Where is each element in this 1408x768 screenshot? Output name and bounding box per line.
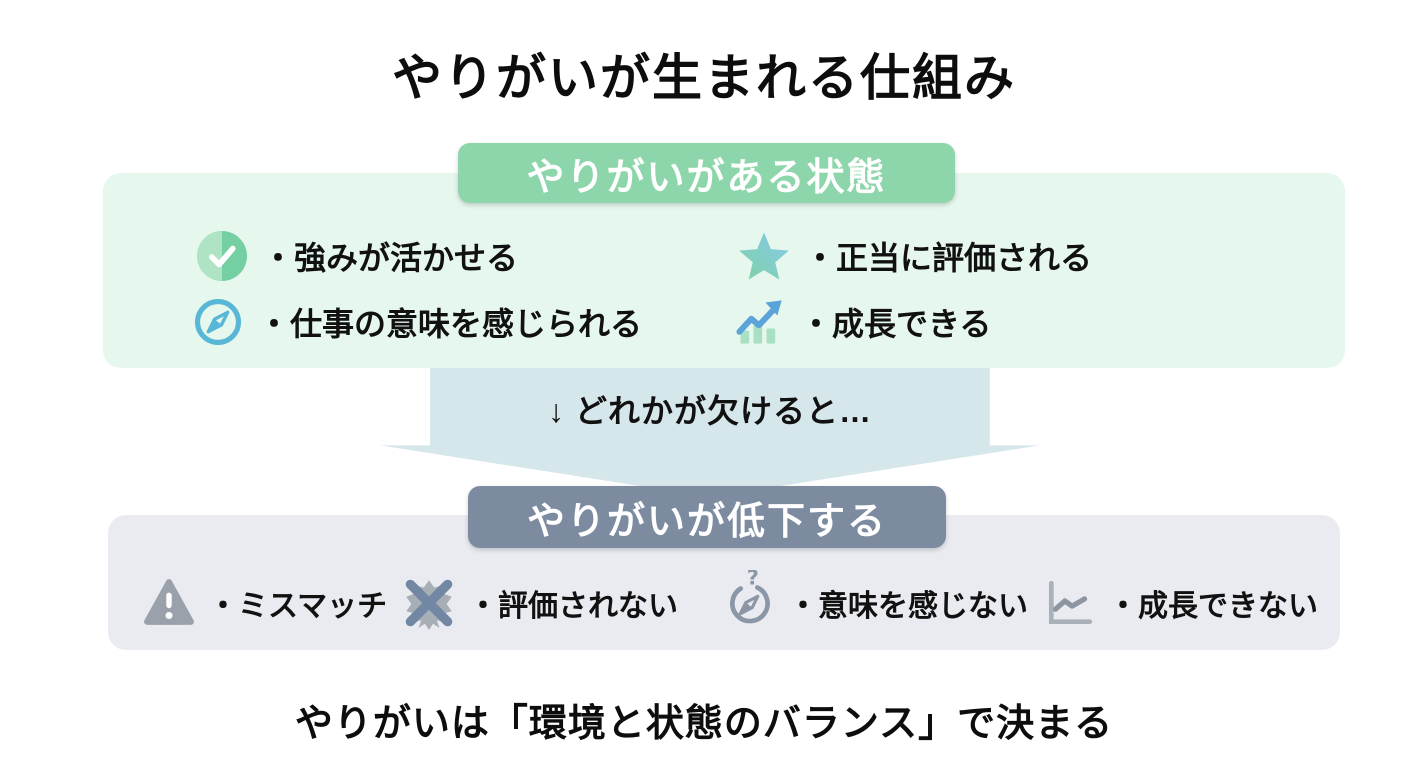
positive-item-meaning: ・仕事の意味を感じられる [192, 296, 642, 348]
negative-item-no-meaning: ? ・意味を感じない [720, 570, 1028, 634]
negative-item-label: ・成長できない [1108, 590, 1318, 623]
positive-banner-label: やりがいがある状態 [526, 156, 887, 199]
positive-item-label: ・強みが活かせる [262, 240, 519, 276]
negative-state-banner: やりがいが低下する [468, 486, 946, 548]
negative-item-no-growth: ・成長できない [1040, 572, 1318, 634]
negative-item-not-evaluated: ・評価されない [400, 572, 678, 634]
positive-item-strengths: ・強みが活かせる [196, 230, 518, 282]
star-icon [738, 230, 790, 282]
negative-item-label: ・ミスマッチ [208, 590, 388, 623]
svg-text:?: ? [747, 570, 759, 589]
lost-compass-icon: ? [720, 570, 778, 634]
no-evaluation-icon [400, 572, 458, 634]
check-circle-icon [196, 230, 248, 282]
compass-icon [192, 296, 244, 348]
conclusion-text: やりがいは「環境と状態のバランス」で決まる [294, 703, 1114, 745]
warning-icon [140, 572, 198, 634]
negative-item-label: ・評価されない [468, 590, 678, 623]
page-title: やりがいが生まれる仕組み [392, 50, 1016, 106]
positive-item-label: ・正当に評価される [804, 240, 1093, 276]
positive-item-evaluated: ・正当に評価される [738, 230, 1092, 282]
positive-item-label: ・仕事の意味を感じられる [258, 306, 643, 342]
positive-item-growth: ・成長できる [734, 296, 991, 348]
negative-item-label: ・意味を感じない [788, 590, 1028, 623]
positive-state-banner: やりがいがある状態 [458, 143, 955, 203]
positive-item-label: ・成長できる [800, 306, 992, 342]
negative-item-mismatch: ・ミスマッチ [140, 572, 387, 634]
flat-chart-icon [1040, 572, 1098, 634]
transition-label: ↓ どれかが欠けると… [548, 393, 872, 429]
negative-banner-label: やりがいが低下する [526, 500, 887, 543]
positive-state-panel [103, 173, 1345, 368]
growth-chart-icon [734, 296, 786, 348]
